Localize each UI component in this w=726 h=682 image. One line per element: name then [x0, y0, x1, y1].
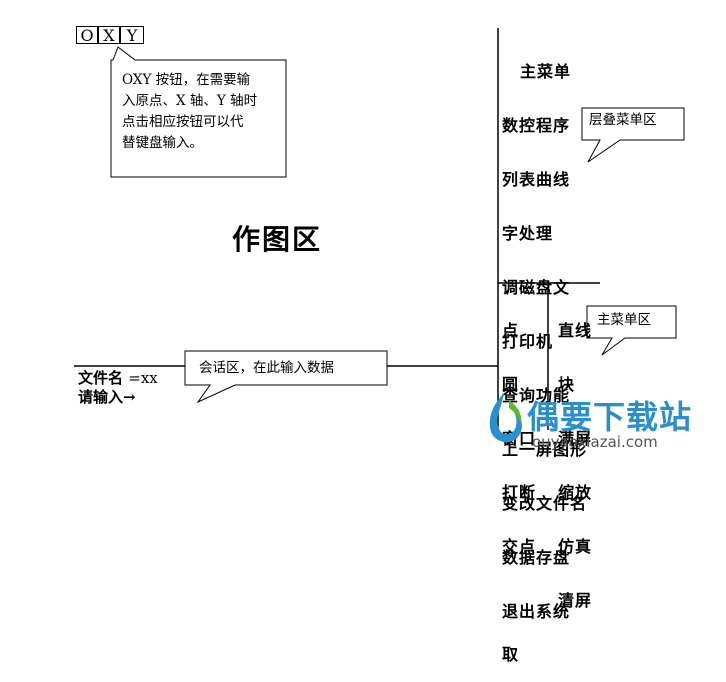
- main-menu-callout-shape: [586, 305, 677, 356]
- menu-item-text-processing[interactable]: 字处理: [502, 224, 554, 243]
- menu-item-nc-program[interactable]: 数控程序: [502, 116, 571, 135]
- menu-item-curve-list[interactable]: 列表曲线: [502, 170, 571, 189]
- cascade-callout-shape: [581, 107, 685, 163]
- y-button[interactable]: Y: [120, 26, 144, 45]
- file-name-row: 文件名 =xx: [78, 369, 158, 388]
- o-button[interactable]: O: [76, 26, 98, 45]
- menu-item-break[interactable]: 打断: [502, 483, 537, 502]
- main-menu-callout: 主菜单区: [597, 312, 651, 328]
- menu-item-main-menu[interactable]: 主菜单: [520, 62, 572, 81]
- menu-item-block[interactable]: 块: [558, 375, 576, 394]
- menu-item-simulate[interactable]: 仿真: [558, 537, 593, 556]
- oxy-callout-shape: [110, 46, 287, 178]
- watermark-url: ouyaoxiazai.com: [532, 433, 658, 451]
- menu-item-fullscreen[interactable]: 满屏: [558, 429, 593, 448]
- input-prompt[interactable]: 请输入→: [78, 388, 136, 406]
- main-menu-left-column: 点 圆 窗口 打断 交点 取: [502, 286, 536, 682]
- menu-item-previous-screen[interactable]: 上一屏图形: [502, 440, 588, 459]
- menu-item-clear-screen[interactable]: 清屏: [558, 591, 593, 610]
- oxy-callout-line: 替键盘输入。: [122, 135, 203, 151]
- file-name-label: 文件名: [78, 369, 124, 387]
- diagram-lines: [74, 28, 685, 430]
- x-button[interactable]: X: [98, 26, 120, 45]
- menu-item-hidden-right[interactable]: [558, 646, 592, 664]
- watermark-brand: 偶要下载站: [527, 398, 693, 436]
- menu-item-point[interactable]: 点: [502, 321, 520, 340]
- menu-item-cancel[interactable]: 取: [502, 645, 520, 664]
- menu-item-zoom[interactable]: 缩放: [558, 483, 593, 502]
- menu-item-printer[interactable]: 打印机: [502, 332, 554, 351]
- session-area: 文件名 =xx 请输入→: [78, 369, 158, 407]
- menu-item-line[interactable]: 直线: [558, 321, 593, 340]
- menu-item-circle[interactable]: 圆: [502, 375, 520, 394]
- menu-item-hidden[interactable]: [502, 592, 536, 610]
- menu-item-load-disk-file[interactable]: 调磁盘文: [502, 278, 571, 297]
- oxy-callout-line: 点击相应按钮可以代: [122, 114, 244, 130]
- menu-item-query[interactable]: 查询功能: [502, 386, 571, 405]
- cascade-menu-callout: 层叠菜单区: [589, 112, 657, 128]
- oxy-callout: OXY 按钮，在需要输 入原点、X 轴、Y 轴时 点击相应按钮可以代 替键盘输入…: [122, 70, 282, 154]
- session-callout-shape: [184, 350, 388, 404]
- drawing-area-label: 作图区: [232, 223, 323, 256]
- watermark-logo-icon: [489, 392, 522, 443]
- oxy-callout-line: OXY 按钮，在需要输: [122, 72, 251, 88]
- oxy-callout-line: 入原点、X 轴、Y 轴时: [122, 93, 258, 109]
- session-callout: 会话区，在此输入数据: [199, 360, 334, 376]
- menu-item-intersection[interactable]: 交点: [502, 537, 537, 556]
- main-menu-right-column: 直线 块 满屏 缩放 仿真 清屏: [558, 286, 592, 682]
- file-name-value: =xx: [128, 369, 158, 387]
